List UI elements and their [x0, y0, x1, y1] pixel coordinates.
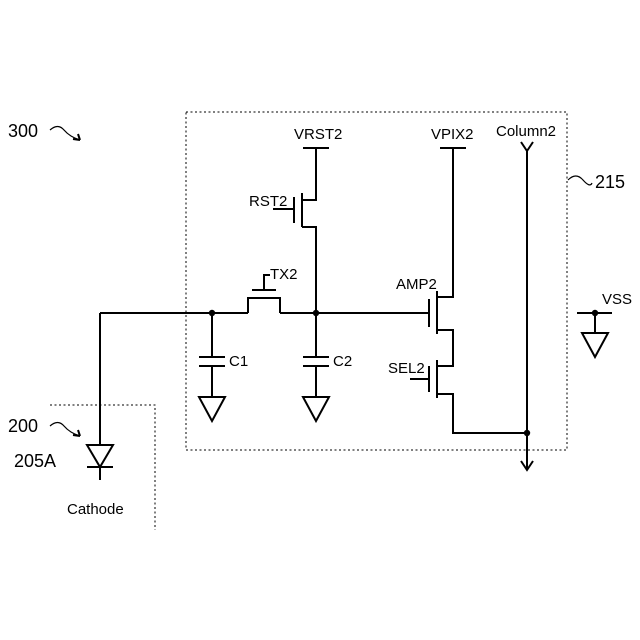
photodiode-icon: [87, 445, 113, 467]
pd-block-ref-arrowhead: [73, 430, 80, 436]
c2-ground-symbol: [303, 397, 329, 421]
junction-dot: [524, 430, 530, 436]
rst-source-wire: [302, 227, 316, 313]
diode-ref-label: 205A: [14, 451, 56, 471]
column-label: Column2: [496, 123, 556, 140]
c1-label: C1: [229, 353, 248, 370]
pd-block-ref-label: 200: [8, 416, 38, 436]
fig-ref-arrowhead: [73, 134, 80, 140]
pd-block-ref-leader: [50, 423, 80, 437]
tx-channel: [248, 298, 280, 313]
vss-ground-symbol: [582, 333, 608, 357]
column-top-arrow-icon: [521, 142, 533, 151]
cathode-label: Cathode: [67, 501, 124, 518]
vss-label: VSS: [602, 291, 632, 308]
pixel-ref-leader: [568, 176, 592, 185]
c2-label: C2: [333, 353, 352, 370]
fig-ref-label: 300: [8, 121, 38, 141]
vrst-label: VRST2: [294, 126, 342, 143]
sel-label: SEL2: [388, 360, 425, 377]
c1-ground-symbol: [199, 397, 225, 421]
amp-drain-wire: [437, 148, 453, 297]
pixel-boundary: [186, 112, 567, 450]
tx-label: TX2: [270, 266, 298, 283]
rst-label: RST2: [249, 193, 287, 210]
rst-drain-wire: [302, 148, 316, 200]
sel-output-wire: [437, 394, 527, 433]
c1-plates: [199, 357, 225, 366]
amp-label: AMP2: [396, 276, 437, 293]
c2-plates: [303, 357, 329, 366]
amp-to-sel-wire: [437, 330, 453, 366]
vpix-label: VPIX2: [431, 126, 474, 143]
pixel-ref-label: 215: [595, 172, 625, 192]
fig-ref-leader: [50, 127, 80, 141]
